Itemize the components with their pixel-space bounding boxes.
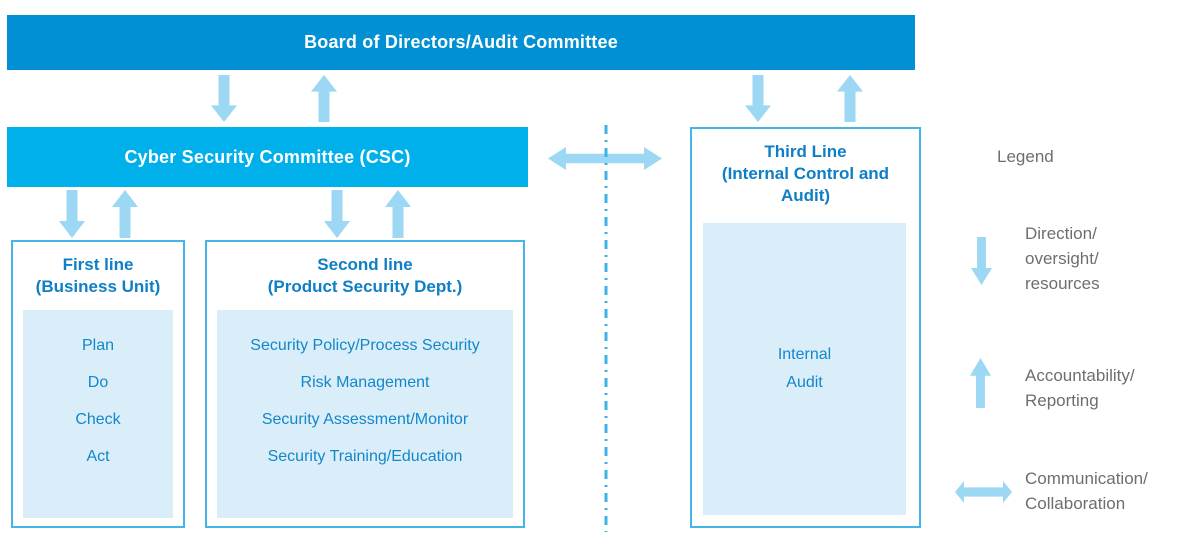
first-line-box: First line (Business Unit) Plan Do Check… xyxy=(11,240,185,528)
csc-to-board-up-arrow-icon xyxy=(311,75,337,122)
csc-to-second-line-down-arrow-icon xyxy=(324,190,350,238)
second-line-title: Second line (Product Security Dept.) xyxy=(207,254,523,298)
second-line-box: Second line (Product Security Dept.) Sec… xyxy=(205,240,525,528)
second-line-item: Security Policy/Process Security xyxy=(250,337,480,354)
first-line-item: Act xyxy=(86,448,110,465)
first-line-inner-box: Plan Do Check Act xyxy=(23,310,173,518)
board-to-csc-down-arrow-icon xyxy=(211,75,237,122)
board-of-directors-label: Board of Directors/Audit Committee xyxy=(304,32,618,52)
first-line-title-text: First line xyxy=(62,255,134,274)
cyber-security-committee-label: Cyber Security Committee (CSC) xyxy=(124,146,411,167)
legend-left-right-arrow-icon xyxy=(955,481,1012,503)
board-of-directors-box: Board of Directors/Audit Committee xyxy=(7,15,915,70)
second-line-title-text: Second line xyxy=(317,255,413,274)
board-to-third-line-down-arrow-icon xyxy=(745,75,771,122)
first-line-to-csc-up-arrow-icon xyxy=(112,190,138,238)
legend-title: Legend xyxy=(997,147,1054,166)
first-line-subtitle: (Business Unit) xyxy=(35,277,161,296)
third-line-inner-box: Internal Audit xyxy=(703,223,906,515)
internal-audit-label: Internal Audit xyxy=(777,346,832,391)
divider-dashed-line xyxy=(604,125,608,532)
first-line-title: First line (Business Unit) xyxy=(13,254,183,298)
third-line-title-text: Third Line xyxy=(764,142,847,161)
third-line-box: Third Line (Internal Control and Audit) … xyxy=(690,127,921,528)
third-line-title: Third Line (Internal Control and Audit) xyxy=(692,141,919,207)
third-line-to-board-up-arrow-icon xyxy=(837,75,863,122)
first-line-item: Do xyxy=(87,374,109,391)
cyber-security-committee-box: Cyber Security Committee (CSC) xyxy=(7,127,528,187)
second-line-item: Security Assessment/Monitor xyxy=(261,411,469,428)
first-line-item: Check xyxy=(75,411,121,428)
csc-to-first-line-down-arrow-icon xyxy=(59,190,85,238)
legend-up-arrow-icon xyxy=(970,358,991,408)
second-line-to-csc-up-arrow-icon xyxy=(385,190,411,238)
third-line-subtitle: (Internal Control and Audit) xyxy=(721,164,890,205)
legend-accountability-label: Accountability/ Reporting xyxy=(1025,366,1135,410)
second-line-item: Security Training/Education xyxy=(267,448,463,465)
csc-third-line-communication-arrow-icon xyxy=(548,147,662,170)
first-line-item: Plan xyxy=(81,337,115,354)
legend-down-arrow-icon xyxy=(971,237,992,285)
legend-communication-label: Communication/ Collaboration xyxy=(1025,469,1148,513)
legend-direction-label: Direction/ oversight/ resources xyxy=(1025,224,1100,293)
second-line-subtitle: (Product Security Dept.) xyxy=(267,277,463,296)
second-line-item: Risk Management xyxy=(300,374,430,391)
second-line-inner-box: Security Policy/Process Security Risk Ma… xyxy=(217,310,513,518)
